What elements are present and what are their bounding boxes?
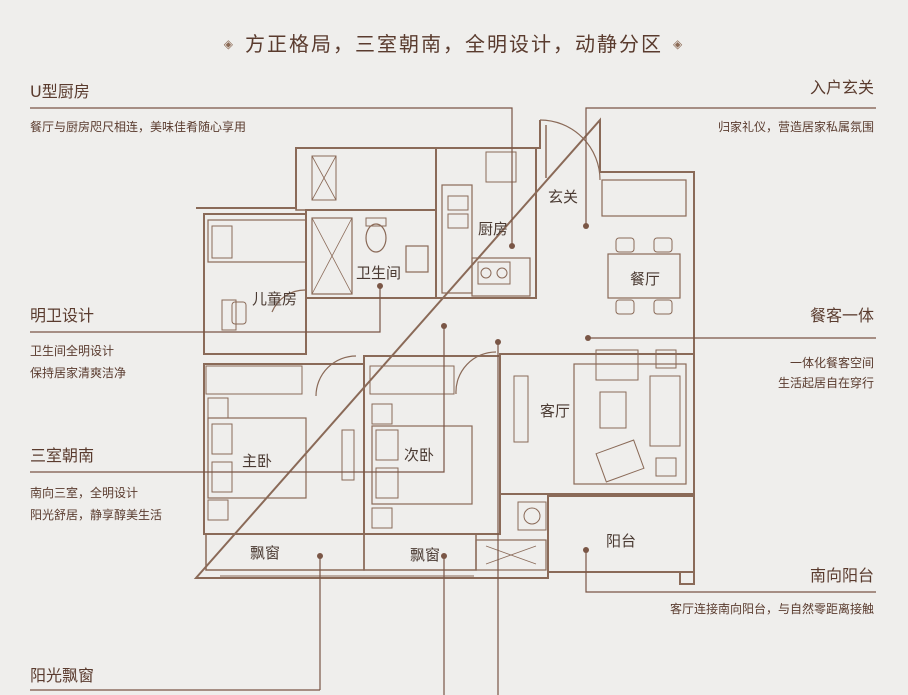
storage-box — [311, 155, 337, 201]
room-kids: 儿童房 — [252, 290, 298, 308]
washer — [517, 501, 547, 531]
entry-desc: 归家礼仪，营造居家私属氛围 — [717, 120, 874, 134]
desk — [221, 299, 237, 331]
leader-entry — [585, 107, 876, 226]
dining-desc-2: 生活起居自在穿行 — [777, 376, 874, 390]
south-heading: 三室朝南 — [30, 446, 95, 465]
shower — [311, 217, 353, 295]
room-second: 次卧 — [404, 446, 435, 464]
master-bed — [207, 417, 307, 499]
stove — [477, 261, 511, 285]
dining-heading: 餐客一体 — [809, 306, 874, 325]
dining-table — [607, 253, 681, 299]
entry-door — [539, 119, 601, 181]
dining-desc-1: 一体化餐客空间 — [789, 356, 874, 370]
balcony-wall — [547, 495, 695, 573]
bath-heading: 明卫设计 — [30, 306, 95, 325]
south-desc-2: 阳光舒居，静享醇美生活 — [30, 508, 163, 522]
room-bay-2: 飘窗 — [410, 546, 441, 564]
room-bay-1: 飘窗 — [250, 544, 281, 562]
entry-heading: 入户玄关 — [809, 78, 874, 97]
title-text: 方正格局，三室朝南，全明设计，动静分区 — [245, 32, 663, 56]
balcony-desc: 客厅连接南向阳台，与自然零距离接触 — [669, 602, 874, 616]
kitchen-counter — [441, 184, 473, 294]
bathroom-wall — [305, 209, 437, 299]
bay-window-2 — [363, 533, 477, 571]
bath-desc-1: 卫生间全明设计 — [30, 344, 115, 358]
living-room-wall — [499, 353, 695, 495]
page-title: ◈ 方正格局，三室朝南，全明设计，动静分区 ◈ — [0, 28, 908, 57]
south-desc-1: 南向三室，全明设计 — [30, 486, 139, 500]
kids-bed — [207, 219, 307, 263]
kitchen-heading: U型厨房 — [30, 82, 90, 101]
leader-balcony — [585, 550, 876, 593]
kids-room-wall — [203, 213, 307, 355]
room-living: 客厅 — [540, 402, 571, 420]
toilet — [365, 223, 387, 253]
leader-kitchen — [30, 107, 513, 246]
outer-wall — [193, 117, 695, 585]
room-balcony: 阳台 — [606, 532, 637, 550]
kitchen-desc: 餐厅与厨房咫尺相连，美味佳肴随心享用 — [30, 120, 247, 134]
leader-bath — [30, 286, 381, 333]
master-tv — [341, 429, 355, 481]
room-master: 主卧 — [242, 452, 273, 470]
diamond-icon: ◈ — [223, 37, 235, 51]
bay-heading: 阳光飘窗 — [30, 666, 95, 685]
balcony-heading: 南向阳台 — [809, 566, 874, 585]
leader-south — [30, 326, 445, 473]
tv-unit — [513, 375, 529, 443]
bath-desc-2: 保持居家清爽洁净 — [30, 366, 127, 380]
sink — [405, 245, 429, 273]
room-bathroom: 卫生间 — [356, 264, 402, 282]
sofa — [573, 363, 687, 485]
room-dining: 餐厅 — [630, 270, 661, 288]
diamond-icon: ◈ — [673, 37, 685, 51]
room-entry: 玄关 — [548, 188, 579, 206]
room-kitchen: 厨房 — [478, 220, 509, 238]
second-bed — [371, 425, 473, 505]
